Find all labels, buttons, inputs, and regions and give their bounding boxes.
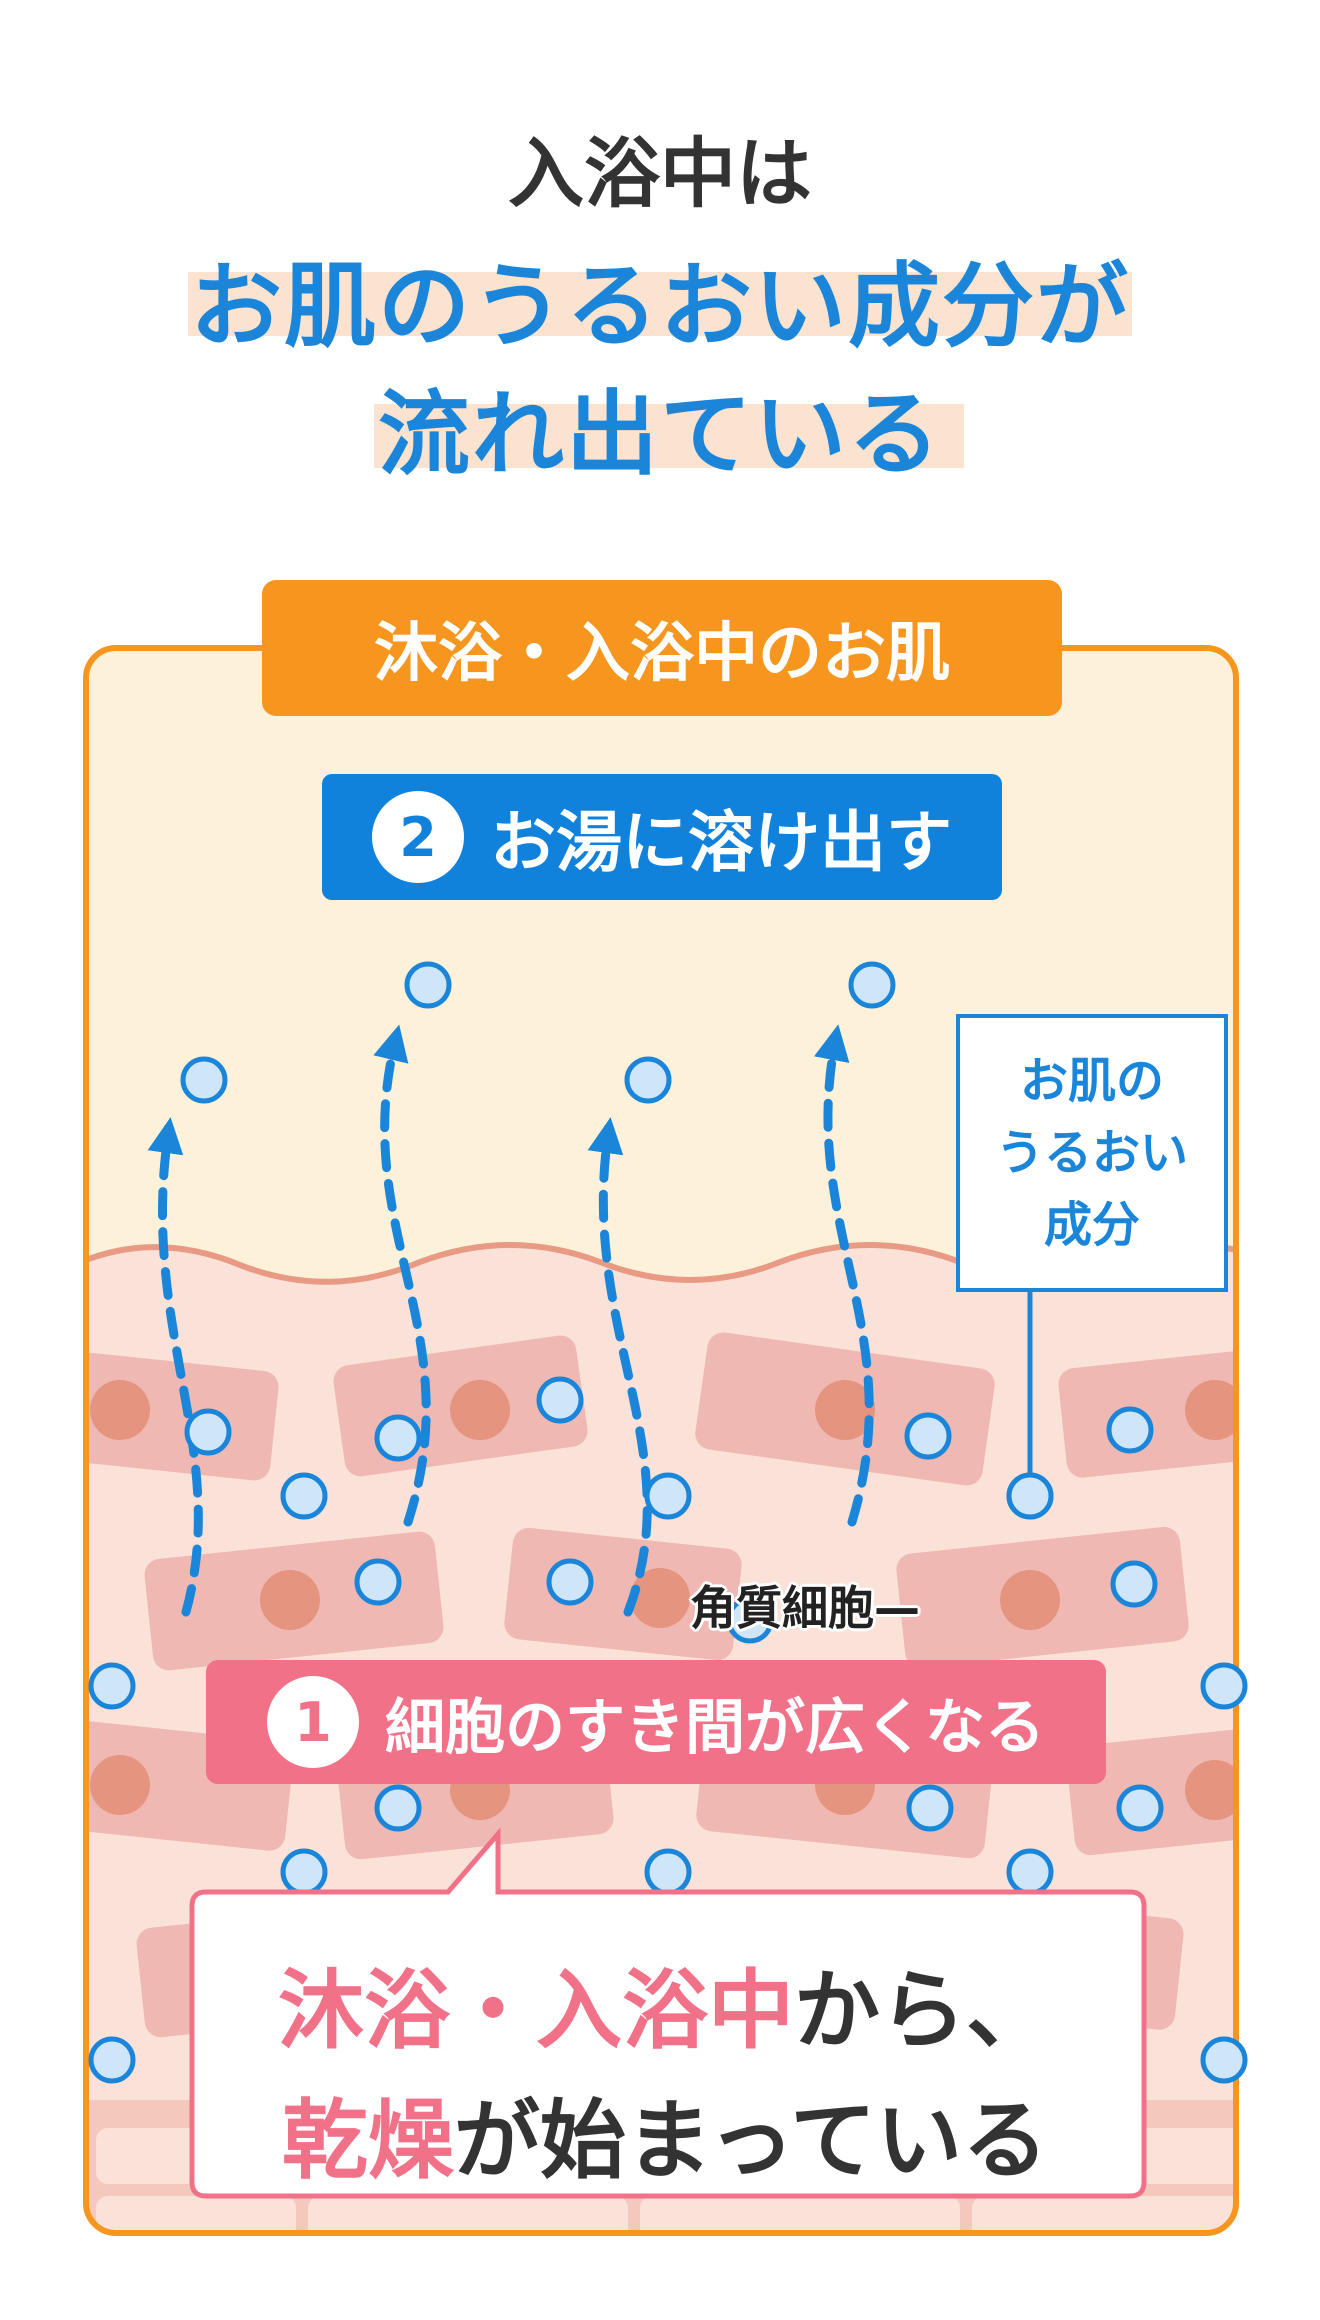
callout-line-2-highlight: 乾燥 <box>281 2091 454 2191</box>
cell-nucleus <box>815 1380 875 1440</box>
cell-nucleus <box>1000 1570 1060 1630</box>
cell-nucleus <box>90 1755 150 1815</box>
step-1-banner: 1 細胞のすき間が広くなる <box>206 1660 1106 1784</box>
panel-title: 沐浴・入浴中のお肌 <box>262 580 1062 716</box>
cell-nucleus <box>450 1380 510 1440</box>
moisture-label-line-1: お肌の <box>1019 1053 1164 1109</box>
callout-line-1-rest: から、 <box>794 1961 1052 2061</box>
cell-nucleus <box>1185 1380 1236 1440</box>
moisture-label-line-2: うるおい <box>995 1125 1188 1181</box>
arrow-up-1 <box>147 1117 203 1617</box>
cell-nucleus <box>260 1570 320 1630</box>
heading-line-1: 入浴中は <box>508 129 812 218</box>
labelled-droplet <box>1006 1472 1054 1520</box>
step-2-banner: 2 お湯に溶け出す <box>322 774 1002 900</box>
corneocyte-row-2 <box>144 1526 1189 1671</box>
heading-line-3: 流れ出ている <box>377 381 942 488</box>
callout-line-2-rest: が始まっている <box>453 2091 1049 2191</box>
cell-nucleus <box>90 1380 150 1440</box>
heading-line-2: お肌のうるおい成分が <box>189 253 1130 360</box>
callout-line-1: 沐浴・入浴中から、 <box>190 1940 1140 2065</box>
callout-line-1-highlight: 沐浴・入浴中 <box>278 1961 794 2061</box>
step-2-label: お湯に溶け出す <box>490 804 952 881</box>
rising-arrows <box>147 1024 874 1617</box>
cell-nucleus <box>1185 1760 1236 1820</box>
heading-highlight-1 <box>188 272 1132 336</box>
moisture-label-line-3: 成分 <box>1043 1197 1140 1253</box>
arrow-up-2 <box>373 1024 431 1527</box>
arrow-up-4 <box>814 1024 874 1527</box>
moisture-component-label: お肌の うるおい 成分 <box>956 1014 1228 1292</box>
step-1-number: 1 <box>267 1676 359 1768</box>
step-1-label: 細胞のすき間が広くなる <box>385 1692 1045 1763</box>
arrow-up-3 <box>587 1117 652 1617</box>
step-2-number: 2 <box>372 791 464 883</box>
cell-nucleus <box>630 1568 690 1628</box>
callout-line-2: 乾燥が始まっている <box>190 2070 1140 2195</box>
heading-highlight-2 <box>374 404 964 468</box>
corneocyte <box>1058 1348 1236 1478</box>
callout-bubble <box>189 1827 1147 2199</box>
corneocyte-label: 角質細胞— <box>690 1581 920 1635</box>
